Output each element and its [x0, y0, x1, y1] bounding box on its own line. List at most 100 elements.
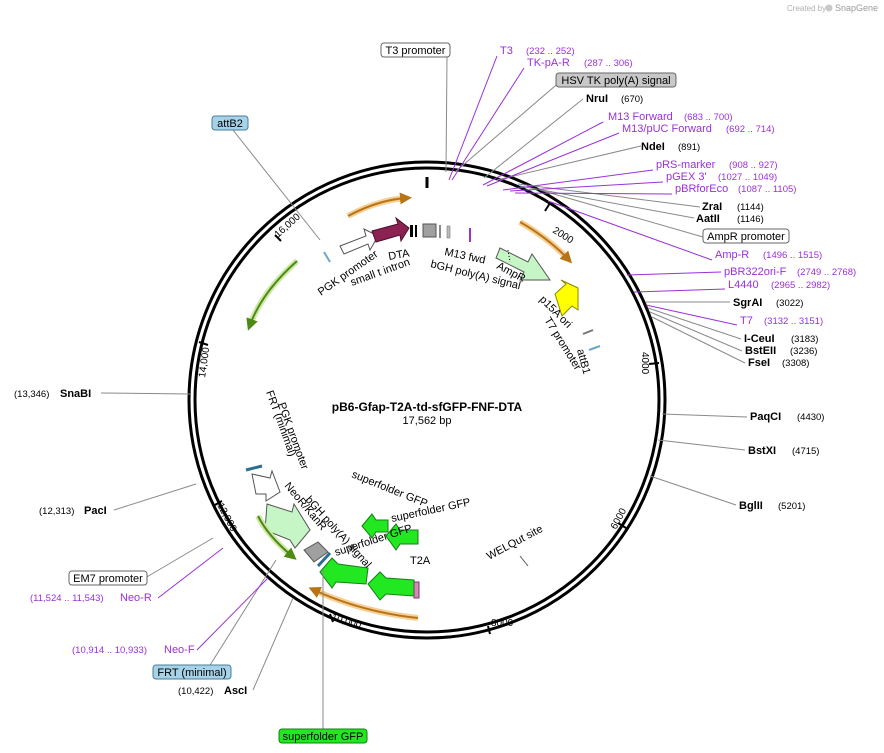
leader-aatii — [519, 185, 695, 219]
enzyme-zrai-name[interactable]: ZraI — [702, 201, 722, 213]
tick-10000 — [329, 613, 334, 623]
primer-pbrforeco-name[interactable]: pBRforEco — [675, 183, 728, 195]
snapgene-logo-icon — [825, 4, 833, 12]
leader-bglii — [649, 475, 737, 506]
attb2-label: attB2 — [217, 118, 243, 130]
primer-mark-top — [469, 228, 471, 242]
enzyme-bsteii-name[interactable]: BstEII — [745, 345, 776, 357]
enzyme-iceui-name[interactable]: I-CeuI — [744, 333, 775, 345]
leader-primer-l4440 — [633, 288, 726, 293]
orf-arc-left — [246, 260, 298, 331]
label-dta: DTA — [387, 247, 411, 263]
enzyme-sgrai-name[interactable]: SgrAI — [733, 297, 762, 309]
primer-t7-name[interactable]: T7 — [740, 315, 753, 327]
dta-arrow — [371, 216, 410, 243]
t3-promoter-label: T3 promoter — [386, 45, 446, 57]
primer-m13puc-name[interactable]: M13/pUC Forward — [622, 123, 712, 135]
primer-neof-pos: (10,914 .. 10,933) — [72, 645, 147, 656]
leader-attb2 — [232, 129, 321, 241]
primer-pbr322-pos: (2749 .. 2768) — [797, 267, 856, 278]
bgh-box-top — [422, 223, 437, 238]
primer-neof-name[interactable]: Neo-F — [164, 644, 195, 656]
orf-arc-right — [519, 221, 573, 264]
primer-pbrforeco-pos: (1087 .. 1105) — [738, 184, 796, 195]
enzyme-paci-name[interactable]: PacI — [84, 505, 107, 517]
leader-primer-prs — [502, 169, 654, 191]
primer-tkpar-name[interactable]: TK-pA-R — [527, 57, 570, 69]
orf-arc-bl — [257, 515, 297, 560]
enzyme-fsei-name[interactable]: FseI — [748, 357, 770, 369]
enzyme-snabi-pos: (13,346) — [14, 389, 49, 400]
orf-arc-bottom — [308, 587, 419, 619]
sfgfp-arrow-1 — [361, 513, 389, 539]
em7-promoter-box[interactable] — [68, 570, 148, 586]
leader-primer-neor — [157, 547, 224, 599]
leader-ndei — [496, 145, 642, 181]
sfgfp-arrow-3 — [319, 557, 369, 589]
leader-paqci — [661, 413, 748, 418]
primer-prs-name[interactable]: pRS-marker — [656, 159, 716, 171]
enzyme-paqci-pos: (4430) — [797, 412, 824, 423]
enzyme-aatii-pos: (1146) — [737, 214, 764, 225]
frt-minimal-box[interactable] — [152, 664, 232, 680]
pgk-promoter-bottom-arrow — [251, 469, 281, 502]
enzyme-aatii-name[interactable]: AatII — [696, 213, 720, 225]
plasmid-name: pB6-Gfap-T2A-td-sfGFP-FNF-DTA — [332, 400, 523, 414]
primer-m13fwd-pos: (683 .. 700) — [684, 112, 733, 123]
enzyme-asci-name[interactable]: AscI — [224, 685, 247, 697]
leader-paci — [113, 483, 197, 511]
enzyme-ndei-name[interactable]: NdeI — [641, 141, 665, 153]
sfgfp-box[interactable] — [278, 728, 368, 744]
label-welqut: WELQut site — [485, 523, 545, 563]
t3-promoter-box[interactable] — [380, 42, 451, 58]
leader-ampr-promoter — [539, 189, 704, 238]
enzyme-nrui-name[interactable]: NruI — [586, 93, 608, 105]
primer-ampr-name[interactable]: Amp-R — [715, 249, 749, 261]
enzyme-snabi-name[interactable]: SnaBI — [60, 388, 91, 400]
leader-iceui — [647, 307, 742, 340]
enzyme-bstxi-name[interactable]: BstXI — [748, 445, 776, 457]
enzyme-zrai-pos: (1144) — [737, 202, 764, 213]
leader-nrui — [483, 98, 584, 179]
frt-mark-bottom — [316, 551, 332, 568]
primer-l4440-name[interactable]: L4440 — [728, 279, 759, 291]
primer-neor-name[interactable]: Neo-R — [120, 592, 152, 604]
hsv-tk-label: HSV TK poly(A) signal — [561, 75, 670, 87]
primer-ampr-pos: (1496 .. 1515) — [763, 250, 822, 261]
primer-pbr322-name[interactable]: pBR322ori-F — [724, 266, 787, 278]
enzyme-bsteii-pos: (3236) — [790, 346, 817, 357]
leader-frt-minimal — [206, 559, 277, 671]
bgh-box-bottom — [303, 541, 329, 563]
enzyme-ndei-pos: (891) — [678, 142, 700, 153]
primer-t3-pos: (232 .. 252) — [526, 46, 575, 57]
ampr-promoter-label: AmpR promoter — [707, 231, 785, 243]
small-t-intron-mark-2 — [415, 225, 417, 237]
label-t2a: T2A — [410, 555, 431, 567]
leader-primer-t3 — [448, 55, 498, 181]
leader-asci — [252, 597, 294, 691]
enzyme-paqci-name[interactable]: PaqCI — [750, 411, 781, 423]
t7-promoter-mark — [582, 329, 594, 335]
tick-12000 — [212, 500, 223, 507]
enzyme-bglii-pos: (5201) — [778, 501, 805, 512]
attb2-box[interactable] — [211, 115, 249, 131]
primer-pgex-name[interactable]: pGEX 3' — [666, 171, 707, 183]
primer-prs-pos: (908 .. 927) — [729, 160, 778, 171]
primer-m13fwd-name[interactable]: M13 Forward — [608, 111, 673, 123]
frt-mark — [245, 464, 263, 472]
enzyme-paci-pos: (12,313) — [39, 506, 74, 517]
enzyme-bglii-name[interactable]: BglII — [739, 500, 763, 512]
attb1-mark — [588, 345, 601, 351]
ampr-promoter-box[interactable] — [702, 228, 790, 244]
leader-hsv-tk — [454, 79, 563, 173]
credit-text: Created by — [787, 4, 826, 13]
t2a-mark — [413, 581, 420, 599]
leader-t3-promoter — [445, 55, 448, 173]
bgh-mark-2 — [446, 225, 451, 239]
primer-t3-name[interactable]: T3 — [500, 45, 513, 57]
plasmid-size: 17,562 bp — [403, 415, 452, 427]
tick-label-10000: 10,000 — [330, 612, 363, 631]
welqut-mark — [519, 555, 529, 567]
leader-primer-t7 — [645, 304, 738, 326]
hsv-tk-box[interactable] — [555, 72, 677, 88]
